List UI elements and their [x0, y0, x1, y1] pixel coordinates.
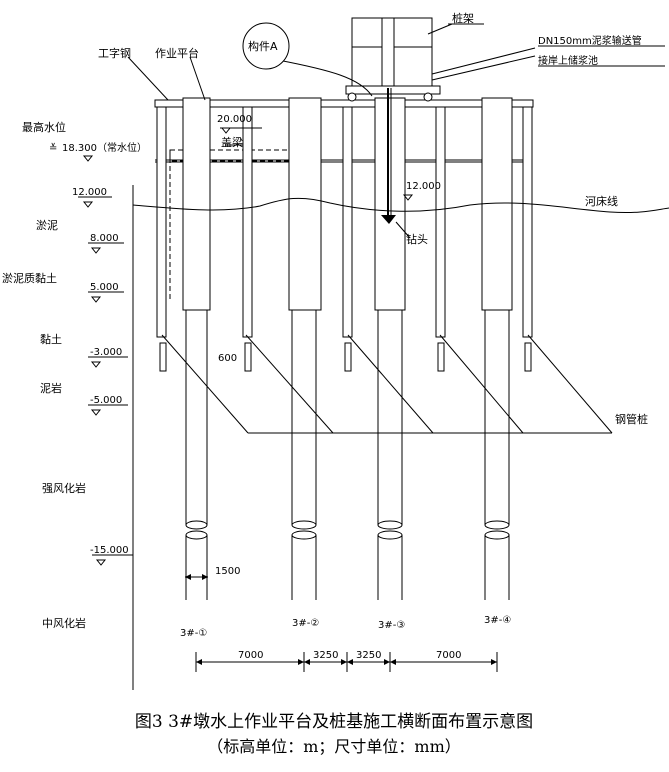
stratum-name: 泥岩 [40, 381, 62, 395]
label-pile-frame: 桩架 [452, 11, 474, 25]
spacing-label: 3250 [313, 650, 338, 661]
stratum-elevation: -3.000 [90, 347, 122, 358]
label-normal-water-value: 18.300（常水位） [62, 141, 147, 154]
slurry-pipe [277, 59, 373, 97]
stratum-name: 黏土 [40, 332, 62, 346]
stratum-elevation: 8.000 [90, 233, 119, 244]
figure-caption-units: （标高单位：m；尺寸单位：mm） [207, 737, 461, 756]
label-slurry-pipe: DN150mm泥浆输送管 [538, 34, 642, 47]
leader-platform [189, 56, 206, 101]
label-i-beam: 工字钢 [98, 46, 131, 60]
spacing-label: 7000 [436, 650, 461, 661]
spacing-label: 7000 [238, 650, 263, 661]
pile-label: 3#-② [292, 618, 319, 629]
spacing-label: 3250 [356, 650, 381, 661]
pile-shafts [185, 310, 510, 600]
label-cap-beam: 盖梁 [221, 135, 243, 149]
platform-deck [154, 99, 534, 108]
label-component-a: 构件A [248, 39, 278, 53]
stratum-name: 淤泥 [36, 219, 58, 232]
pile-label: 3#-④ [484, 615, 511, 626]
steel-pipe-pile-leaders [161, 334, 613, 434]
label-normal-water: ≚ [49, 142, 57, 154]
spacing-dimension-line [195, 652, 498, 672]
leader-drill-head [395, 221, 411, 239]
pile-label: 3#-③ [378, 620, 405, 631]
label-platform: 作业平台 [155, 46, 199, 60]
stratum-name: 中风化岩 [42, 616, 86, 630]
slurry-pipe-outlet [431, 47, 536, 75]
leader-pile-frame [427, 23, 453, 35]
cap-beam-outline [169, 149, 293, 162]
stratum-elevation: -15.000 [90, 545, 129, 556]
label-highest-water: 最高水位 [22, 120, 66, 134]
label-riverbed-elev-right: 12.000 [406, 181, 441, 192]
label-dim-600: 600 [218, 353, 237, 364]
label-river-line: 河床线 [585, 194, 618, 208]
steel-pipe-piles [156, 106, 533, 372]
label-drill-head: 钻头 [406, 232, 428, 246]
stratum-elevation: -5.000 [90, 395, 122, 406]
stratum-name: 强风化岩 [42, 481, 86, 495]
pile-casings [182, 97, 513, 311]
stratum-elevation: 5.000 [90, 282, 119, 293]
stratum-name: 淤泥质黏土 [2, 271, 57, 285]
elevation-markers [78, 127, 414, 566]
figure-caption: 图3 3#墩水上作业平台及桩基施工横断面布置示意图 [135, 712, 533, 732]
pile-frame-rig [345, 17, 441, 224]
label-steel-pipe-pile: 钢管桩 [615, 412, 648, 426]
label-dim-1500: 1500 [215, 566, 240, 577]
label-riverbed-elev-left: 12.000 [72, 187, 107, 198]
pile-label: 3#-① [180, 628, 207, 639]
riverbed-line [132, 197, 669, 213]
label-slurry-pond: 接岸上储浆池 [538, 54, 598, 67]
label-cap-elevation: 20.000 [217, 114, 252, 125]
leader-i-beam [127, 56, 169, 101]
component-a-circle [242, 22, 290, 70]
